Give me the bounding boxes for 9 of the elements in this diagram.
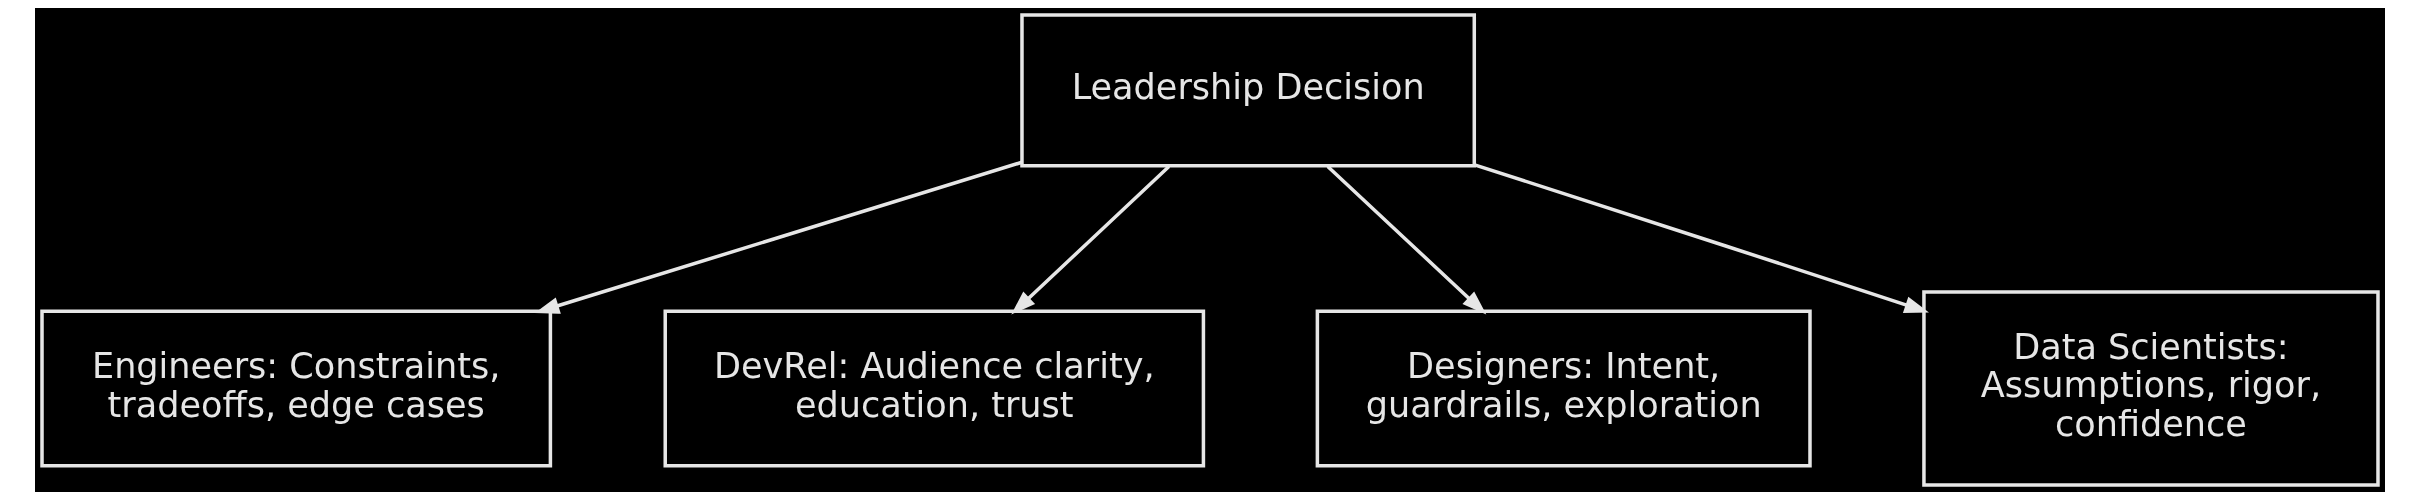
arrow: [1474, 163, 1929, 313]
arrow: [1326, 165, 1487, 315]
arrow: [534, 160, 1023, 314]
node-box: Leadership Decision: [1020, 13, 1477, 168]
node-box: Data Scientists: Assumptions, rigor, confidence: [1922, 290, 2380, 487]
node-box: Engineers: Constraints, tradeoffs, edge cases: [40, 309, 553, 468]
node-box: Designers: Intent, guardrails, exploration: [1315, 309, 1812, 468]
arrow: [1011, 165, 1171, 315]
node-box: DevRel: Audience clarity, education, trust: [663, 309, 1206, 468]
